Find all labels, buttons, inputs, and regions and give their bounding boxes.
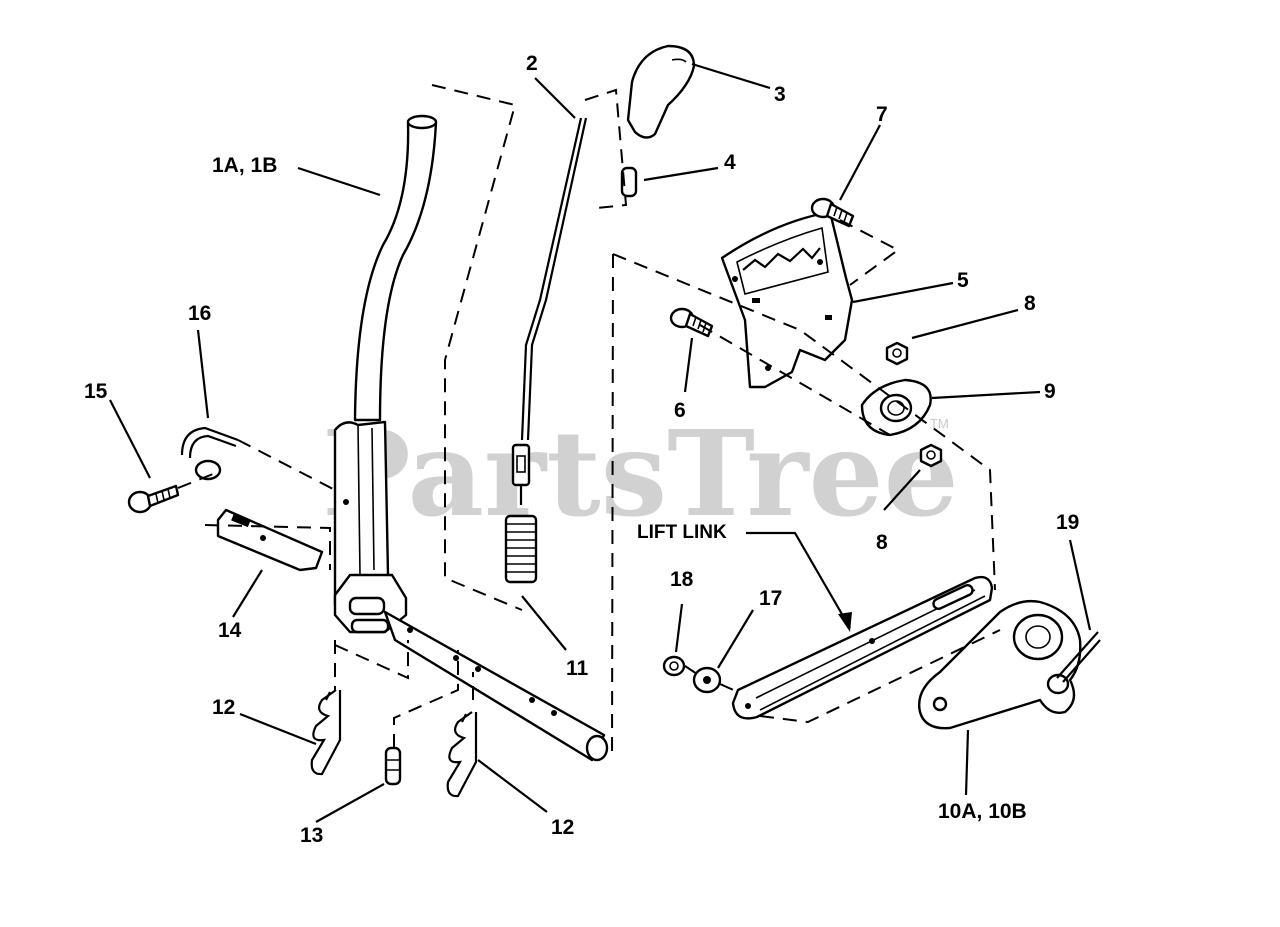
part-screw-15[interactable] xyxy=(127,484,180,514)
part-washer-17[interactable] xyxy=(692,666,722,694)
part-washer-18[interactable] xyxy=(662,655,686,677)
leader-lines xyxy=(109,62,1092,823)
part-hair-pin-12a[interactable] xyxy=(310,689,342,776)
lift-link-arrowhead xyxy=(838,612,852,632)
alignment-lines xyxy=(177,84,1001,761)
callout-8-upper: 8 xyxy=(1024,292,1036,315)
callout-11: 11 xyxy=(566,657,589,680)
part-bellcrank[interactable] xyxy=(918,599,1082,730)
callout-17: 17 xyxy=(759,587,782,610)
callout-12-right: 12 xyxy=(551,816,574,839)
callout-3: 3 xyxy=(774,83,786,106)
part-bolt-6[interactable] xyxy=(669,307,714,338)
part-bolt-7[interactable] xyxy=(810,197,855,228)
callout-13: 13 xyxy=(300,824,323,847)
watermark-tm: TM xyxy=(930,416,949,431)
part-lift-link[interactable] xyxy=(731,575,994,720)
part-cotter-pin-19[interactable] xyxy=(1056,631,1101,683)
part-hair-pin-12b[interactable] xyxy=(446,711,478,798)
callout-19: 19 xyxy=(1056,511,1079,534)
callout-9: 9 xyxy=(1044,380,1056,403)
callout-12-left: 12 xyxy=(212,696,235,719)
callout-6: 6 xyxy=(674,399,686,422)
watermark-text: PartsTree xyxy=(322,404,959,543)
part-nut-8b[interactable] xyxy=(919,443,943,468)
callout-2: 2 xyxy=(526,52,538,75)
callout-1a-1b: 1A, 1B xyxy=(212,154,277,177)
part-flange-bushing[interactable] xyxy=(860,378,932,437)
callout-15: 15 xyxy=(84,380,108,403)
part-grip[interactable] xyxy=(626,44,696,139)
part-lift-handle[interactable] xyxy=(333,114,609,762)
callout-lift-link: LIFT LINK xyxy=(637,522,727,543)
callout-16: 16 xyxy=(188,302,211,325)
callout-labels: 1A, 1B 2 3 4 5 6 7 8 8 9 10A, 10B 11 12 … xyxy=(84,52,1079,847)
callout-10a-10b: 10A, 10B xyxy=(938,800,1027,823)
callout-5: 5 xyxy=(957,269,969,292)
callout-14: 14 xyxy=(218,619,242,642)
part-nut-8a[interactable] xyxy=(885,341,909,366)
part-u-clip[interactable] xyxy=(180,426,239,481)
part-bracket-plate[interactable] xyxy=(720,210,854,389)
part-pin-4[interactable] xyxy=(620,166,638,198)
callout-8-lower: 8 xyxy=(876,531,888,554)
callout-4: 4 xyxy=(724,151,736,174)
part-rod[interactable] xyxy=(511,117,588,505)
part-spring[interactable] xyxy=(504,514,538,584)
callout-18: 18 xyxy=(670,568,694,591)
callout-7: 7 xyxy=(876,103,888,126)
part-pin-13[interactable] xyxy=(384,746,402,786)
part-slotted-bar[interactable] xyxy=(216,508,324,572)
